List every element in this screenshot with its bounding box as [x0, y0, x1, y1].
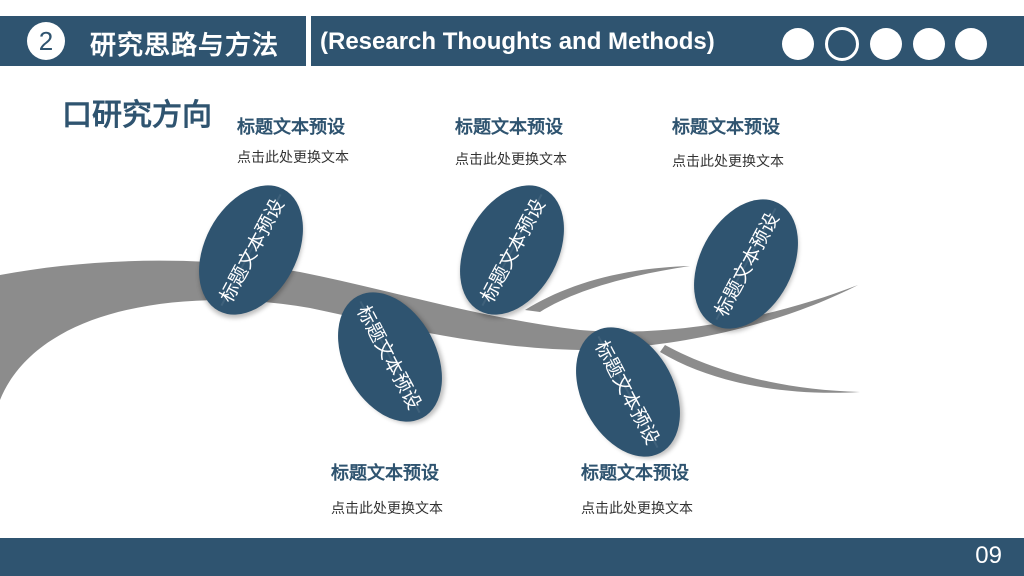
progress-dot-1[interactable] — [782, 28, 814, 60]
item-4-desc[interactable]: 点击此处更换文本 — [331, 501, 443, 517]
item-2-desc[interactable]: 点击此处更换文本 — [455, 152, 567, 168]
item-5-title: 标题文本预设 — [581, 463, 689, 484]
item-4-title: 标题文本预设 — [331, 463, 439, 484]
progress-dot-2-current[interactable] — [825, 27, 859, 61]
leaf-3-label: 标题文本预设 — [710, 209, 784, 321]
footer-bar — [0, 538, 1024, 576]
leaf-1-label: 标题文本预设 — [215, 195, 289, 307]
section-title: 研究思路与方法 — [90, 31, 280, 61]
leaf-5-label: 标题文本预设 — [590, 337, 664, 449]
section-number-badge: 2 — [27, 22, 65, 60]
progress-dot-3[interactable] — [870, 28, 902, 60]
item-1-title: 标题文本预设 — [237, 117, 345, 138]
header-divider — [306, 16, 311, 66]
item-2-title: 标题文本预设 — [455, 117, 563, 138]
leaf-4-label: 标题文本预设 — [352, 302, 426, 414]
page-heading: 口研究方向 — [62, 98, 212, 133]
page-number: 09 — [975, 542, 1002, 569]
item-3-title: 标题文本预设 — [672, 117, 780, 138]
section-subtitle: (Research Thoughts and Methods) — [320, 28, 715, 55]
item-1-desc[interactable]: 点击此处更换文本 — [237, 150, 349, 166]
leaf-2-label: 标题文本预设 — [476, 195, 550, 307]
progress-dot-5[interactable] — [955, 28, 987, 60]
progress-dot-4[interactable] — [913, 28, 945, 60]
item-5-desc[interactable]: 点击此处更换文本 — [581, 501, 693, 517]
item-3-desc[interactable]: 点击此处更换文本 — [672, 154, 784, 170]
